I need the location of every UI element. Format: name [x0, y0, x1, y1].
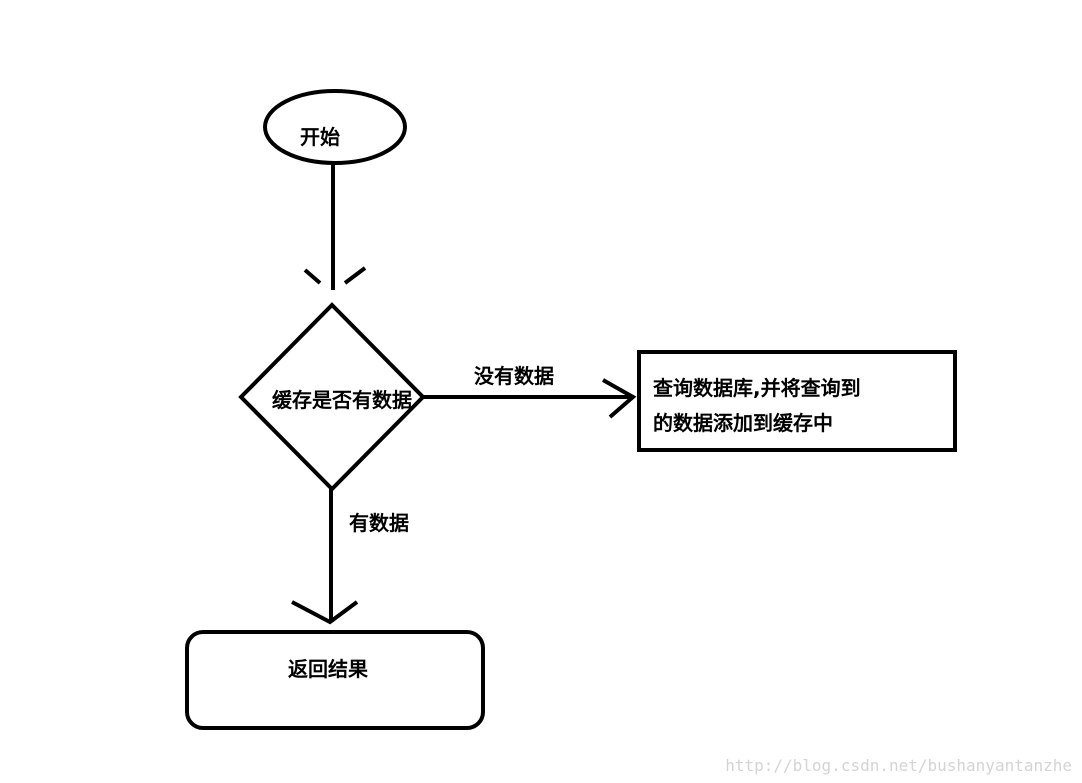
edge-label-no-data: 没有数据: [474, 364, 554, 388]
arrowhead-no-data: [602, 378, 637, 419]
process-node-label-line2: 的数据添加到缓存中: [653, 411, 833, 435]
arrowhead-has-data: [291, 600, 359, 625]
process-node-label-line1: 查询数据库,并将查询到: [653, 376, 861, 400]
edge-label-has-data: 有数据: [349, 511, 409, 535]
process-node: [637, 350, 957, 452]
decision-node-label: 缓存是否有数据: [272, 388, 412, 412]
start-node: [263, 89, 407, 165]
watermark-url: http://blog.csdn.net/bushanyantanzhe: [725, 756, 1072, 775]
result-node: [185, 630, 485, 730]
arrowhead-start-to-decision: [303, 266, 367, 285]
result-node-label: 返回结果: [288, 657, 368, 681]
start-node-label: 开始: [300, 125, 340, 149]
